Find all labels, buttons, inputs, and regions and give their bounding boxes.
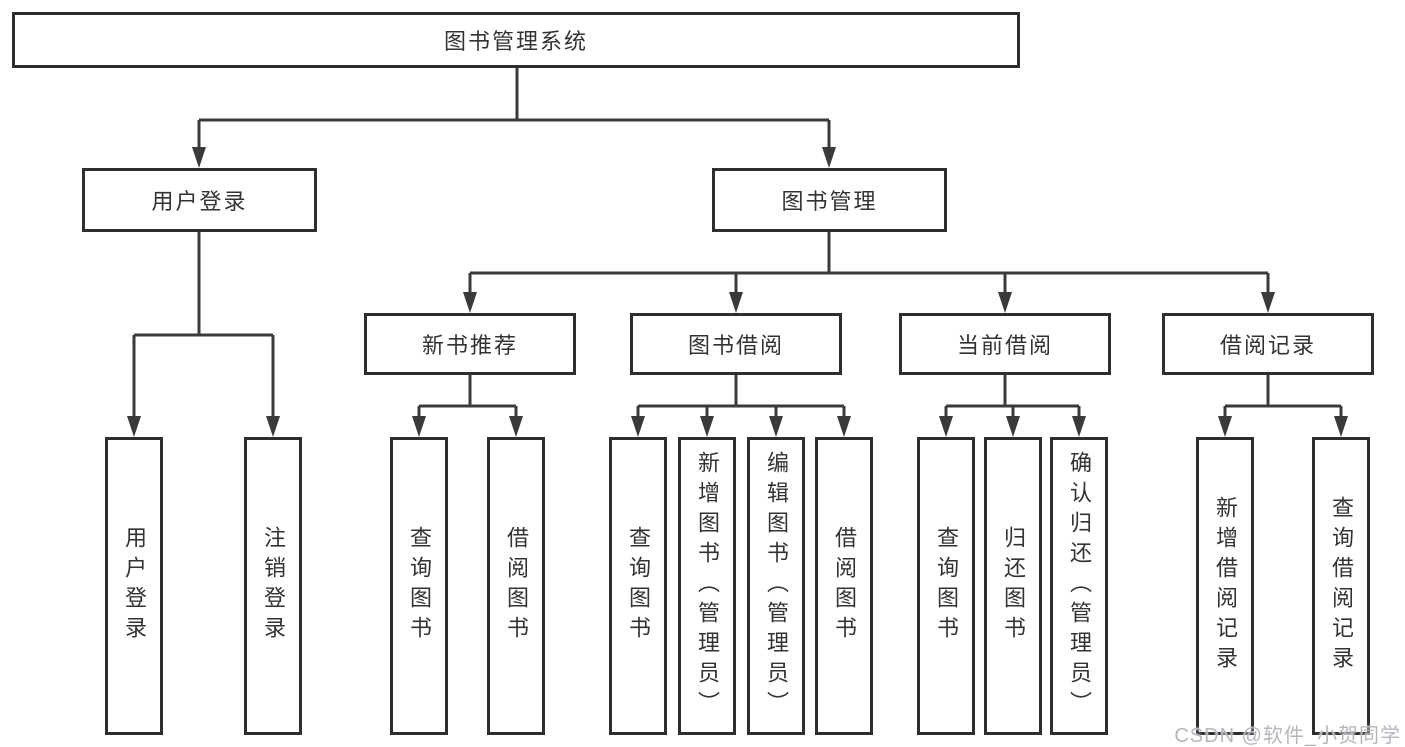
node-label: 当前借阅 [956,333,1053,358]
leaf-borrow-books: 借阅图书 [487,437,545,735]
node-book-management: 图书管理 [712,168,947,232]
node-label: 用户登录 [151,189,248,214]
node-label: 借阅记录 [1219,333,1316,358]
arrowhead-icon [463,292,477,313]
arrowhead-icon [266,416,280,437]
node-book-borrow: 图书借阅 [630,313,842,375]
node-label: 注销登录 [261,526,286,646]
leaf-query-books: 查询图书 [390,437,448,735]
node-label: 借阅图书 [832,526,857,646]
arrowhead-icon [127,416,141,437]
arrowhead-icon [1072,416,1086,437]
node-label: 确认归还（管理员） [1067,451,1092,721]
leaf-borrow-books-2: 借阅图书 [815,437,873,735]
leaf-query-books-2: 查询图书 [609,437,667,735]
arrowhead-icon [509,416,523,437]
arrowhead-icon [192,147,206,168]
arrowhead-icon [631,416,645,437]
arrowhead-icon [1261,292,1275,313]
arrowhead-icon [1334,416,1348,437]
node-label: 新增图书（管理员） [695,451,720,721]
node-label: 查询借阅记录 [1329,496,1354,676]
arrowhead-icon [837,416,851,437]
node-library-system: 图书管理系统 [12,12,1020,68]
arrowhead-icon [822,147,836,168]
arrowhead-icon [1218,416,1232,437]
node-label: 查询图书 [626,526,651,646]
node-label: 图书借阅 [687,333,784,358]
leaf-add-book-admin: 新增图书（管理员） [678,437,736,735]
node-label: 借阅图书 [504,526,529,646]
arrowhead-icon [769,416,783,437]
node-label: 编辑图书（管理员） [764,451,789,721]
arrowhead-icon [939,416,953,437]
arrowheads [127,147,1348,437]
node-label: 用户登录 [122,526,147,646]
node-user-login: 用户登录 [82,168,317,232]
leaf-add-borrow-record: 新增借阅记录 [1196,437,1254,735]
node-label: 图书管理系统 [443,29,588,54]
node-label: 新增借阅记录 [1213,496,1238,676]
node-current-borrow: 当前借阅 [899,313,1111,375]
node-borrow-records: 借阅记录 [1162,313,1374,375]
node-label: 查询图书 [407,526,432,646]
leaf-edit-book-admin: 编辑图书（管理员） [747,437,805,735]
node-label: 新书推荐 [421,333,518,358]
node-label: 归还图书 [1001,526,1026,646]
leaf-user-login: 用户登录 [105,437,163,735]
node-label: 图书管理 [781,189,878,214]
arrowhead-icon [412,416,426,437]
arrowhead-icon [1006,416,1020,437]
leaf-query-books-3: 查询图书 [917,437,975,735]
watermark: CSDN @软件_小贺同学 [1174,725,1401,747]
arrowhead-icon [729,292,743,313]
arrowhead-icon [998,292,1012,313]
node-new-book-recommend: 新书推荐 [364,313,576,375]
leaf-logout: 注销登录 [244,437,302,735]
arrowhead-icon [700,416,714,437]
connector-path [132,68,1343,420]
node-label: 查询图书 [934,526,959,646]
leaf-confirm-return-admin: 确认归还（管理员） [1050,437,1108,735]
leaf-return-book: 归还图书 [984,437,1042,735]
leaf-query-borrow-record: 查询借阅记录 [1312,437,1370,735]
